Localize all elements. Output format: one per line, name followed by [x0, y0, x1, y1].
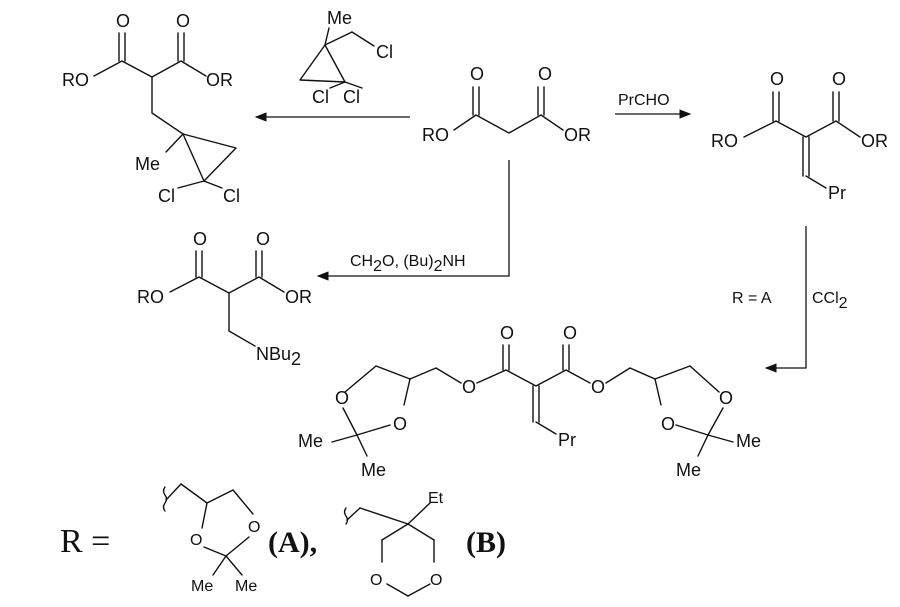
atom-me: Me [361, 460, 386, 480]
atom-me: Me [135, 154, 160, 174]
atom-me: Me [327, 8, 352, 28]
arrow-down-left [316, 160, 510, 281]
atom-or: OR [285, 287, 312, 307]
label-b: (B) [466, 526, 506, 559]
atom-me: Me [191, 578, 213, 595]
atom-o: O [563, 323, 577, 343]
atom-or: OR [861, 131, 888, 151]
atom-o: O [538, 64, 552, 84]
atom-o: O [116, 11, 130, 31]
atom-o: O [248, 519, 260, 536]
atom-cl: Cl [343, 87, 360, 107]
atom-ro: RO [62, 70, 89, 90]
atom-or: OR [206, 70, 233, 90]
atom-o: O [832, 69, 846, 89]
atom-o: O [462, 377, 476, 397]
r-group-definitions: R = O O Me Me (A), Et O O (B) [60, 483, 506, 597]
atom-ro: RO [137, 287, 164, 307]
atom-o: O [370, 572, 382, 589]
product-bis-dioxolane-malonate: O O O O Pr O O Me Me O O [298, 323, 761, 480]
atom-o: O [500, 323, 514, 343]
atom-o: O [256, 229, 270, 249]
r-equals-label: R = [60, 523, 110, 560]
atom-ro: RO [422, 125, 449, 145]
atom-cl: Cl [376, 42, 393, 62]
atom-me: Me [235, 578, 257, 595]
atom-o: O [591, 377, 605, 397]
reagent-prcho: PrCHO [618, 92, 670, 109]
atom-cl: Cl [312, 87, 329, 107]
atom-pr: Pr [558, 430, 576, 450]
atom-o: O [719, 388, 733, 408]
atom-cl: Cl [158, 186, 175, 206]
atom-o: O [190, 532, 202, 549]
atom-me: Me [676, 460, 701, 480]
reagent-cyclopropylmethyl-chloride: Me Cl Cl Cl [299, 8, 393, 107]
atom-o: O [430, 572, 442, 589]
atom-pr: Pr [828, 183, 846, 203]
product-aminomethyl-malonate: O O RO OR NBu2 [137, 229, 312, 369]
reagent-r-eq-a: R = A [732, 290, 772, 307]
reagent-ch2o-bu2nh: CH2O, (Bu)2NH [350, 253, 466, 275]
atom-me: Me [298, 431, 323, 451]
atom-me: Me [736, 431, 761, 451]
product-alkylidene-malonate: O O RO OR Pr [711, 69, 888, 203]
atom-o: O [770, 69, 784, 89]
product-cyclopropyl-malonate: O O RO OR Me Cl Cl [62, 11, 240, 206]
atom-o: O [176, 11, 190, 31]
atom-o: O [335, 388, 349, 408]
atom-or: OR [564, 125, 591, 145]
arrow-down-elbow [764, 226, 807, 373]
atom-o: O [470, 64, 484, 84]
atom-ro: RO [711, 131, 738, 151]
atom-cl: Cl [223, 186, 240, 206]
atom-o: O [193, 229, 207, 249]
atom-nbu: NBu2 [256, 344, 301, 369]
reagent-ccl: CCl2 [812, 290, 848, 312]
atom-o: O [393, 414, 407, 434]
label-a: (A), [268, 526, 317, 559]
malonate-center: O O RO OR [422, 64, 591, 145]
atom-et: Et [428, 490, 444, 507]
atom-o: O [661, 414, 675, 434]
